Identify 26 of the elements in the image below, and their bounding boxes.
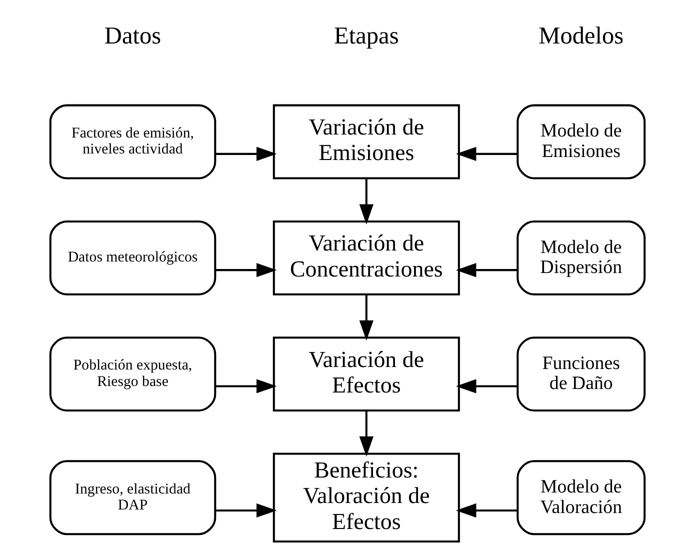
arrow: [215, 262, 276, 278]
label: Etapas: [334, 22, 398, 50]
node-box: Beneficios: Valoración de Efectos: [272, 452, 460, 543]
node-box: Ingreso, elasticidad DAP: [48, 460, 216, 536]
node-box: Funciones de Daño: [516, 336, 646, 412]
arrow: [455, 503, 517, 518]
label: Datos: [104, 22, 161, 50]
arrow: [358, 294, 373, 341]
arrow: [358, 178, 373, 224]
arrow: [215, 503, 276, 518]
node-box: Factores de emisión, niveles actividad: [48, 104, 216, 180]
arrow: [455, 146, 517, 162]
node-box: Modelo de Dispersión: [516, 220, 646, 296]
label: Modelos: [538, 22, 624, 50]
arrow: [215, 379, 276, 394]
arrow: [358, 411, 373, 457]
arrow: [455, 379, 517, 394]
arrow: [455, 262, 517, 278]
arrow: [215, 146, 276, 162]
node-box: Modelo de Valoración: [516, 460, 646, 536]
node-box: Variación de Concentraciones: [272, 220, 460, 296]
node-box: Variación de Efectos: [272, 336, 460, 412]
node-box: Datos meteorológicos: [48, 220, 216, 296]
node-box: Variación de Emisiones: [272, 104, 460, 180]
node-box: Población expuesta, Riesgo base: [48, 336, 216, 412]
node-box: Modelo de Emisiones: [516, 104, 646, 180]
